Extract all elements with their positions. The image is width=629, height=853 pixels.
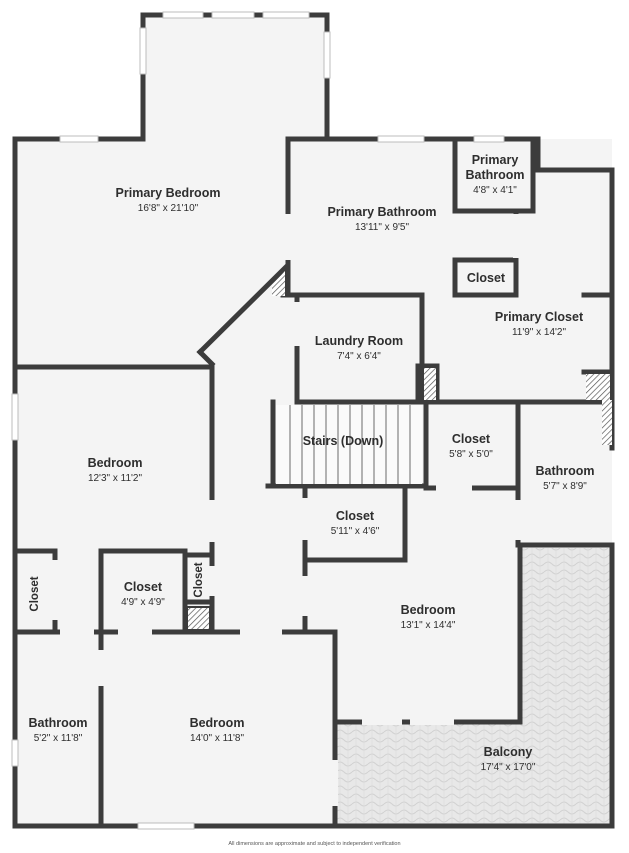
primary-bathroom-dim: 13'11" x 9'5" [355,222,410,233]
doors [52,214,521,806]
primary-bedroom-name: Primary Bedroom [116,186,221,200]
primary-closet-name: Primary Closet [495,310,584,324]
shafts [186,271,612,631]
disclaimer-text: All dimensions are approximate and subje… [228,841,401,847]
bedroom-south-dim: 14'0" x 11'8" [190,733,245,744]
closet-v2-name: Closet [193,562,205,597]
stairs-treads [276,405,422,484]
closet-b-dim: 5'11" x 4'6" [331,526,380,537]
balcony-name: Balcony [484,745,533,759]
primary-bathroom-small-dim: 4'8" x 4'1" [473,185,517,196]
bedroom-center-name: Bedroom [401,603,456,617]
closet-c-dim: 4'9" x 4'9" [121,597,165,608]
laundry-room-dim: 7'4" x 6'4" [337,351,381,362]
closet-a-name: Closet [452,432,491,446]
bathroom-east-name: Bathroom [535,464,594,478]
bathroom-sw-dim: 5'2" x 11'8" [34,733,83,744]
bathroom-sw-name: Bathroom [28,716,87,730]
primary-bathroom-small-name-2: Bathroom [465,168,524,182]
primary-bathroom-small-name-1: Primary [472,153,519,167]
closet-b-name: Closet [336,509,375,523]
bedroom-south-name: Bedroom [190,716,245,730]
balcony-dim: 17'4" x 17'0" [481,762,536,773]
bedroom-west-dim: 12'3" x 11'2" [88,473,143,484]
closet-a-dim: 5'8" x 5'0" [449,449,493,460]
primary-bedroom-dim: 16'8" x 21'10" [138,203,199,214]
room-labels: Primary Bedroom 16'8" x 21'10" Primary B… [28,153,594,773]
stairs-name: Stairs (Down) [303,434,384,448]
bathroom-east-dim: 5'7" x 8'9" [543,481,587,492]
closet-c-name: Closet [124,580,163,594]
primary-closet-dim: 11'9" x 14'2" [512,327,567,338]
closet-v1-name: Closet [29,576,41,611]
closet-pb-name: Closet [467,271,506,285]
primary-bathroom-name: Primary Bathroom [327,205,436,219]
bedroom-center-dim: 13'1" x 14'4" [401,620,456,631]
laundry-room-name: Laundry Room [315,334,403,348]
windows [11,11,505,830]
bedroom-west-name: Bedroom [88,456,143,470]
